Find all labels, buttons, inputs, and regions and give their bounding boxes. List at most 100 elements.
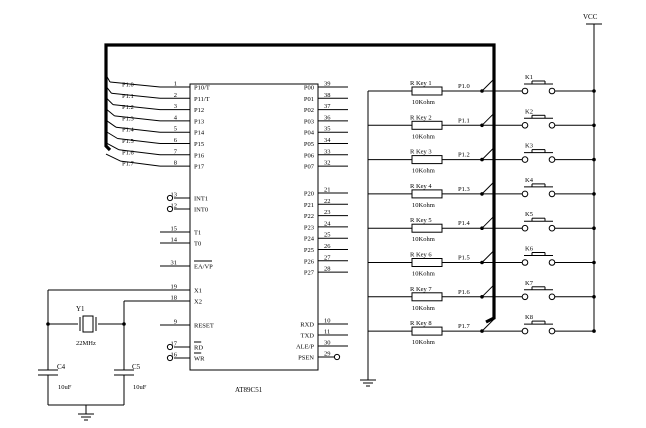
resistor-value: 10Kohm: [412, 202, 435, 209]
junction-dot: [592, 123, 596, 128]
chip-pin-number: 4: [174, 114, 178, 121]
switch-name: K2: [525, 108, 533, 115]
chip-pin-label: RESET: [194, 323, 214, 330]
chip-pin-label: P25: [304, 247, 314, 254]
chip-pin-number: 39: [324, 81, 331, 88]
chip-name: AT89C51: [235, 386, 263, 394]
chip-pin-number: 14: [171, 237, 178, 244]
bus-tap: [481, 181, 495, 195]
resistor-name: R Key 4: [410, 183, 432, 190]
chip-pin-label: P04: [304, 130, 315, 137]
chip-pin-number: 9: [174, 319, 177, 326]
bus-entry: [105, 97, 114, 105]
chip-pin-label: P20: [304, 191, 314, 198]
chip-pin-label: TXD: [301, 333, 315, 340]
bus-label: P1.3: [122, 115, 134, 122]
junction-dot: [592, 260, 596, 265]
switch-name: K7: [525, 280, 534, 287]
resistor: [411, 326, 443, 336]
junction-dot: [122, 322, 126, 326]
pin-bubble: [166, 194, 174, 202]
resistor: [411, 120, 443, 130]
bus-branch: [111, 92, 161, 99]
switch-contact: [521, 293, 529, 301]
chip-pin-number: 5: [174, 126, 177, 133]
chip-pin-number: 12: [171, 203, 178, 210]
switch-contact: [521, 122, 529, 129]
switch-name: K5: [525, 211, 533, 218]
chip-pin-label: P17: [194, 164, 205, 171]
bus-branch: [114, 115, 161, 122]
resistor-value: 10Kohm: [412, 339, 435, 346]
switch-contact: [548, 259, 556, 266]
chip-pin-number: 25: [324, 232, 331, 239]
bus-branch: [112, 104, 161, 111]
switch-contact: [548, 156, 556, 163]
crystal-body: [82, 315, 94, 333]
switch-contact: [548, 327, 556, 335]
crystal-value: 22MHz: [76, 340, 96, 347]
chip-pin-label: P22: [304, 213, 314, 220]
switch-contact: [521, 156, 529, 163]
bus-label: P1.4: [122, 127, 134, 134]
chip-pin-label: P27: [304, 270, 315, 277]
bus-label: P1.6: [122, 149, 134, 156]
chip-pin-label: P02: [304, 107, 314, 114]
chip-pin-label: P15: [194, 141, 204, 148]
chip-pin-label: P23: [304, 224, 314, 231]
bus-tap: [481, 147, 495, 160]
bus-branch: [120, 160, 161, 167]
switch-contact: [521, 224, 529, 232]
resistor: [411, 223, 443, 233]
chip-pin-label: P05: [304, 141, 314, 148]
switch-contact: [548, 122, 556, 129]
bus-label: P1.2: [122, 104, 134, 111]
chip-pin-label: EA/VP: [194, 264, 213, 271]
chip-pin-number: 21: [324, 187, 331, 194]
bus-tap: [481, 318, 495, 332]
bus-label: P1.0: [122, 82, 134, 89]
capacitor-c4-value: 10uF: [58, 384, 72, 391]
crystal-name: Y1: [76, 305, 85, 313]
chip-pin-label: P00: [304, 85, 314, 92]
resistor: [411, 258, 443, 267]
switch-contact: [548, 293, 556, 301]
chip-pin-label: P01: [304, 96, 314, 103]
p1-bus: P1.0P1.1P1.2P1.3P1.4P1.5P1.6P1.7: [104, 43, 496, 324]
bus-entry: [105, 108, 115, 117]
bus-label: P1.7: [122, 161, 134, 168]
chip-pin-number: 17: [171, 341, 178, 348]
pin-bubble: [166, 343, 174, 351]
chip-pin-number: 19: [171, 284, 178, 291]
resistor-name: R Key 7: [410, 286, 432, 293]
chip-pin-label: P14: [194, 130, 205, 137]
resistor-value: 10Kohm: [412, 271, 435, 278]
resistor-value: 10Kohm: [412, 133, 435, 140]
port-label: P1.3: [458, 186, 470, 193]
resistor-name: R Key 1: [410, 80, 432, 87]
chip-pin-number: 1: [174, 81, 177, 88]
chip-pin-label: P12: [194, 107, 204, 114]
chip-pin-label: T1: [194, 230, 201, 237]
chip-pin-label: X2: [194, 299, 202, 306]
chip-pin-number: 2: [174, 92, 177, 99]
chip-pin-number: 27: [324, 254, 331, 261]
chip-pin-number: 22: [324, 198, 331, 205]
switch-contact: [548, 190, 556, 198]
chip-pin-label: RXD: [300, 322, 314, 329]
resistor-value: 10Kohm: [412, 168, 435, 175]
chip-pin-number: 6: [174, 137, 178, 144]
chip-pin-number: 10: [324, 318, 331, 325]
chip-pin-label: ALE/P: [296, 344, 314, 351]
chip-pin-label: P07: [304, 164, 315, 171]
junction-dot: [592, 157, 596, 162]
chip-pin-label: RD: [194, 345, 203, 352]
chip-pin-number: 7: [174, 148, 178, 155]
chip-pin-number: 30: [324, 340, 331, 347]
chip-pin-number: 24: [324, 220, 331, 227]
chip-pin-number: 11: [324, 329, 330, 336]
chip-pin-label: WR: [194, 356, 205, 363]
resistor-value: 10Kohm: [412, 99, 435, 106]
chip-pin-label: P21: [304, 202, 314, 209]
